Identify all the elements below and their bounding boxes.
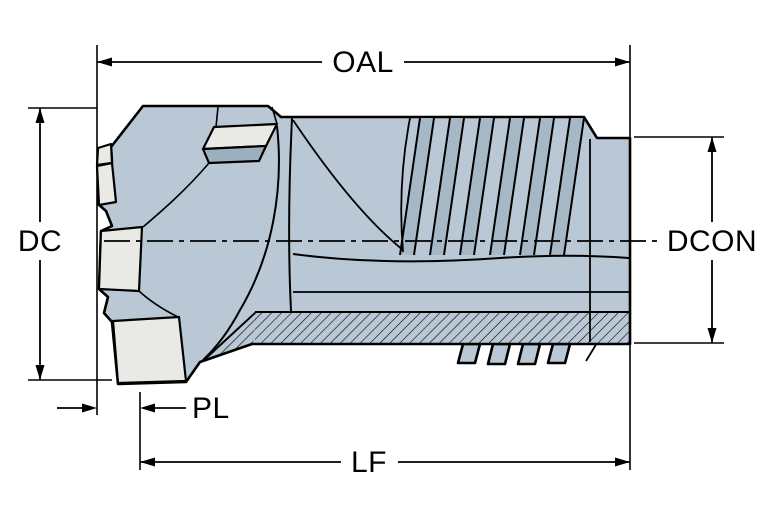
- insert-bottom: [111, 315, 188, 385]
- shank-detail-lines: [292, 117, 629, 362]
- pl-label: PL: [192, 392, 230, 425]
- flute-section-hatch-band: [255, 312, 630, 344]
- pl-dimension: PL: [57, 392, 230, 425]
- head-flute-curves: [202, 117, 293, 361]
- lf-dimension: LF: [140, 446, 630, 479]
- helical-groove-lines: [399, 117, 585, 256]
- dc-label: DC: [18, 225, 62, 258]
- head-minor-edges: [138, 106, 278, 318]
- dimension-annotations: OAL DC DCON PL LF: [18, 45, 757, 479]
- chip-pocket-side-face: [201, 144, 268, 165]
- oal-dimension: OAL: [97, 46, 630, 79]
- lf-label: LF: [351, 446, 387, 479]
- insert-upper: [95, 161, 118, 207]
- insert-sliver: [95, 142, 114, 167]
- dcon-extension-lines: [634, 136, 724, 344]
- milling-tool-drawing: [95, 104, 632, 386]
- pl-arrowheads: [82, 403, 155, 413]
- section-band-edges: [202, 311, 630, 362]
- dcon-dimension: DCON: [634, 136, 757, 344]
- dcon-label: DCON: [667, 225, 757, 258]
- dc-dimension: DC: [18, 107, 112, 381]
- groove-wrap-bumps: [456, 342, 572, 366]
- flute-lower-edge-line: [292, 253, 630, 263]
- oal-label: OAL: [332, 46, 394, 79]
- insert-middle: [97, 225, 144, 293]
